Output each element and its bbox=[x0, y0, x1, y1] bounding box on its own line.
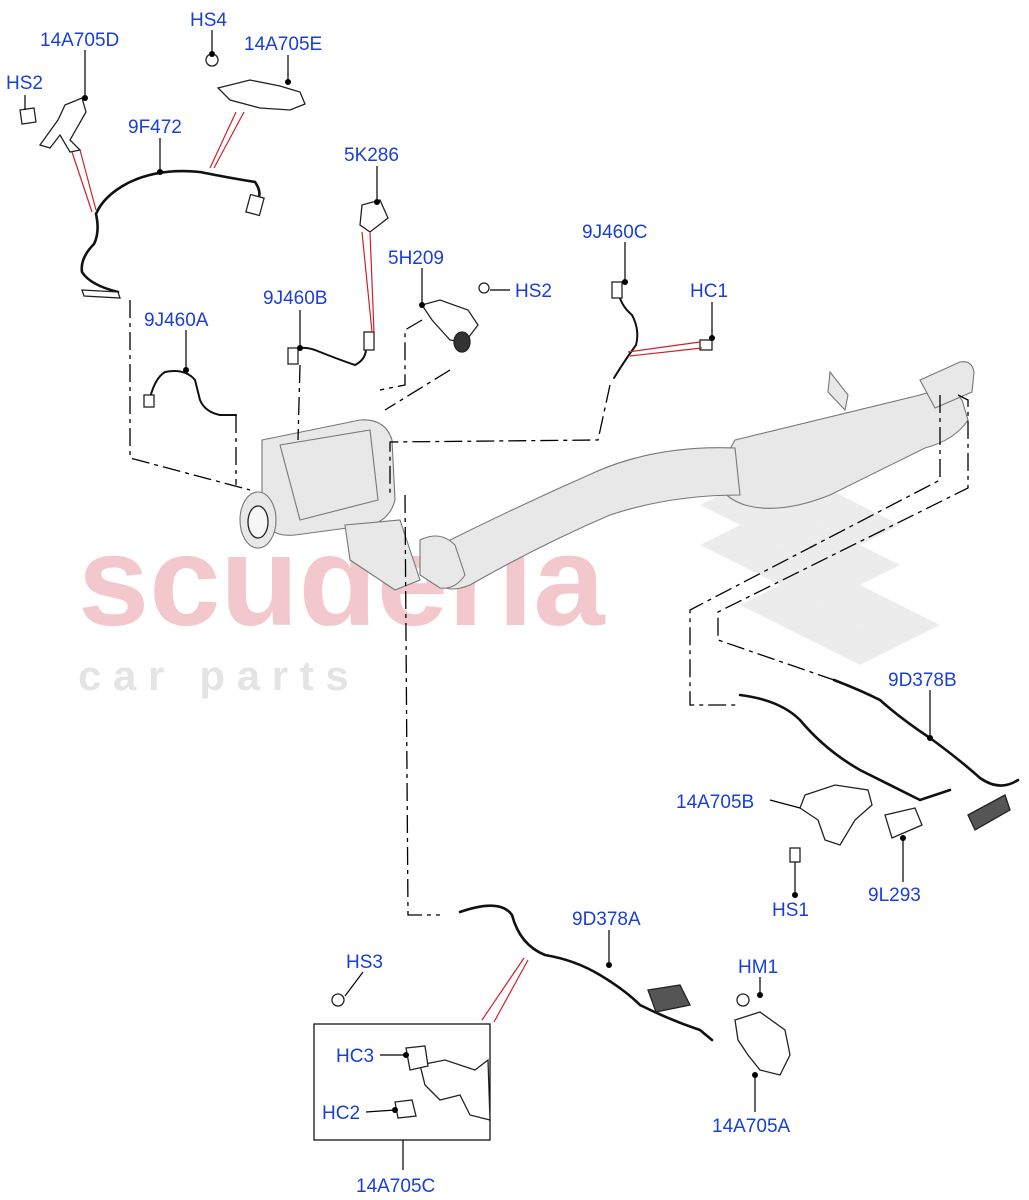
sensor-5H209-group bbox=[420, 282, 490, 353]
label-14A705A: 14A705A bbox=[712, 1116, 791, 1137]
label-HC3: HC3 bbox=[336, 1046, 374, 1067]
callout-labels: 14A705D HS4 14A705E HS2 9F472 5K286 9J46… bbox=[6, 10, 957, 1197]
front-inlet-opening bbox=[247, 505, 269, 539]
tube-9J460A-end bbox=[143, 394, 155, 408]
exhaust-assembly bbox=[239, 361, 975, 591]
tube-9J460B-sensor bbox=[363, 331, 375, 351]
checker-flag-watermark bbox=[700, 485, 940, 665]
sensor-9D378A-module bbox=[647, 984, 691, 1013]
label-HS2-top: HS2 bbox=[6, 73, 43, 94]
label-HS3: HS3 bbox=[346, 952, 383, 973]
clip-HC1 bbox=[699, 339, 713, 351]
front-dpf-heatshield bbox=[279, 429, 379, 521]
bracket-14A705C-box bbox=[313, 1023, 491, 1141]
bracket-14A705C-group bbox=[313, 993, 491, 1141]
sensor-5K286-group bbox=[359, 199, 389, 233]
label-HS4: HS4 bbox=[190, 10, 227, 31]
label-HS2-mid: HS2 bbox=[515, 281, 552, 302]
rear-catalyst-body bbox=[717, 390, 969, 509]
leader-lines bbox=[24, 30, 931, 1170]
label-9D378B: 9D378B bbox=[888, 670, 957, 691]
tube-9J460B bbox=[291, 334, 371, 367]
leader-dots bbox=[82, 51, 933, 1113]
intermediate-pipe-flange bbox=[419, 535, 466, 589]
label-9F472: 9F472 bbox=[128, 117, 182, 138]
bracket-14A705B bbox=[799, 784, 873, 846]
watermark: scuderia c a r p a r t s bbox=[78, 485, 940, 699]
module-9D378B-sensor bbox=[967, 794, 1011, 831]
bolt-HS1 bbox=[789, 847, 801, 863]
label-HM1: HM1 bbox=[738, 957, 778, 978]
clip-HC2 bbox=[394, 1099, 417, 1119]
label-HC1: HC1 bbox=[690, 281, 728, 302]
label-HC2: HC2 bbox=[322, 1103, 360, 1124]
label-5H209: 5H209 bbox=[388, 248, 444, 269]
label-HS1: HS1 bbox=[772, 900, 809, 921]
harness-9D378A-upper-wire bbox=[738, 693, 952, 802]
tube-9J460A bbox=[149, 370, 237, 416]
sensor-9F472-group bbox=[19, 53, 306, 299]
label-14A705B: 14A705B bbox=[676, 792, 754, 813]
label-9J460A: 9J460A bbox=[144, 310, 209, 331]
rear-hanger-bracket bbox=[827, 370, 849, 412]
sensor-9F472-probe bbox=[81, 289, 121, 299]
label-9J460C: 9J460C bbox=[582, 222, 648, 243]
tube-9J460C-top bbox=[611, 281, 623, 299]
sensor-5H209-boss bbox=[453, 331, 471, 353]
bolt-HS2-mid bbox=[478, 282, 490, 294]
bolt-HS3 bbox=[331, 993, 345, 1007]
module-9L293 bbox=[884, 807, 923, 839]
sensor-5H209 bbox=[420, 299, 479, 343]
harness-9F472-wire bbox=[80, 169, 261, 294]
bracket-14A705C bbox=[419, 1058, 491, 1121]
tube-9J460B-end bbox=[287, 347, 299, 365]
dash-dot-lines bbox=[129, 300, 969, 916]
label-5K286: 5K286 bbox=[344, 145, 399, 166]
red-association-lines bbox=[71, 111, 703, 1023]
sensor-9D378A-group bbox=[458, 904, 791, 1076]
label-14A705D: 14A705D bbox=[40, 30, 119, 51]
tube-9J460C bbox=[613, 289, 639, 379]
bracket-14A705D bbox=[38, 97, 87, 153]
tube-9J460C-group bbox=[611, 281, 713, 379]
label-9L293: 9L293 bbox=[868, 885, 921, 906]
bolt-HM1 bbox=[736, 993, 750, 1007]
bracket-14A705A bbox=[734, 1011, 791, 1076]
bracket-14A705E bbox=[216, 79, 306, 111]
watermark-tagline: c a r p a r t s bbox=[78, 652, 349, 699]
clip-HC3 bbox=[405, 1045, 429, 1071]
sensor-9D378B-group bbox=[738, 678, 1020, 863]
label-14A705E: 14A705E bbox=[244, 34, 322, 55]
tube-9J460A-group bbox=[143, 370, 237, 416]
front-downpipe bbox=[344, 519, 421, 591]
label-14A705C: 14A705C bbox=[356, 1176, 435, 1197]
sensor-5K286 bbox=[359, 199, 389, 233]
intermediate-pipe bbox=[434, 447, 741, 590]
label-9D378A: 9D378A bbox=[572, 909, 641, 930]
label-9J460B: 9J460B bbox=[263, 288, 327, 309]
bolt-HS2-top bbox=[19, 107, 37, 125]
sensor-9F472-plug bbox=[245, 193, 265, 217]
